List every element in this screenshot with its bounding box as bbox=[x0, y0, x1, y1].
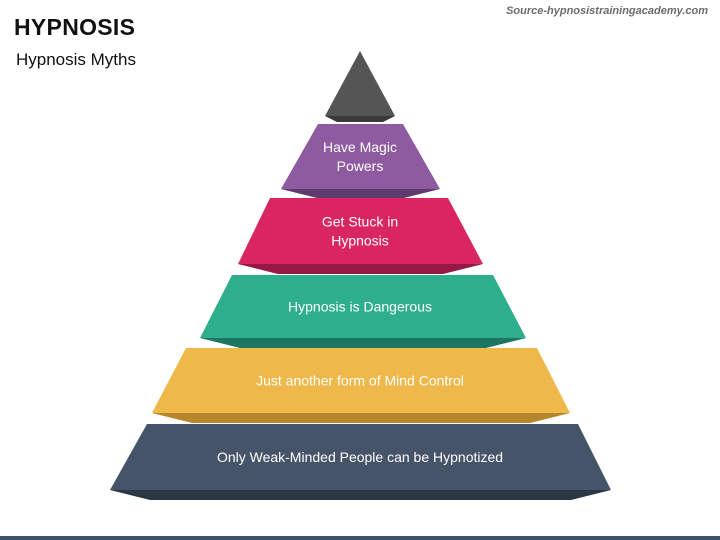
footer-bar bbox=[0, 536, 720, 540]
tier-face bbox=[325, 51, 395, 116]
tier-shadow bbox=[110, 490, 611, 500]
pyramid-tier-1 bbox=[325, 51, 395, 122]
tier-label: Hypnosis bbox=[331, 233, 389, 249]
tier-shadow bbox=[325, 116, 395, 122]
tier-shadow bbox=[200, 338, 526, 348]
tier-shadow bbox=[281, 189, 440, 199]
tier-label: Hypnosis is Dangerous bbox=[288, 299, 432, 315]
pyramid-tier-3: Get Stuck in Hypnosis bbox=[238, 198, 483, 274]
tier-label: Get Stuck in bbox=[322, 214, 398, 230]
tier-face bbox=[238, 198, 483, 264]
tier-label: Just another form of Mind Control bbox=[256, 373, 464, 389]
tier-face bbox=[110, 424, 611, 490]
source-credit: Source-hypnosistrainingacademy.com bbox=[506, 5, 708, 17]
tier-face bbox=[152, 348, 570, 413]
tier-label: Have Magic bbox=[323, 139, 397, 155]
pyramid-tier-4: Hypnosis is Dangerous bbox=[200, 275, 526, 348]
tier-face bbox=[200, 275, 526, 338]
tier-face bbox=[281, 124, 440, 189]
page-title: HYPNOSIS bbox=[14, 14, 136, 40]
tier-shadow bbox=[238, 264, 483, 274]
page-subtitle: Hypnosis Myths bbox=[16, 50, 136, 69]
tier-shadow bbox=[152, 413, 570, 423]
tier-label: Only Weak-Minded People can be Hypnotize… bbox=[217, 449, 503, 465]
pyramid-tier-5: Just another form of Mind Control bbox=[152, 348, 570, 423]
pyramid-tier-6: Only Weak-Minded People can be Hypnotize… bbox=[110, 424, 611, 500]
tier-label: Powers bbox=[337, 158, 384, 174]
